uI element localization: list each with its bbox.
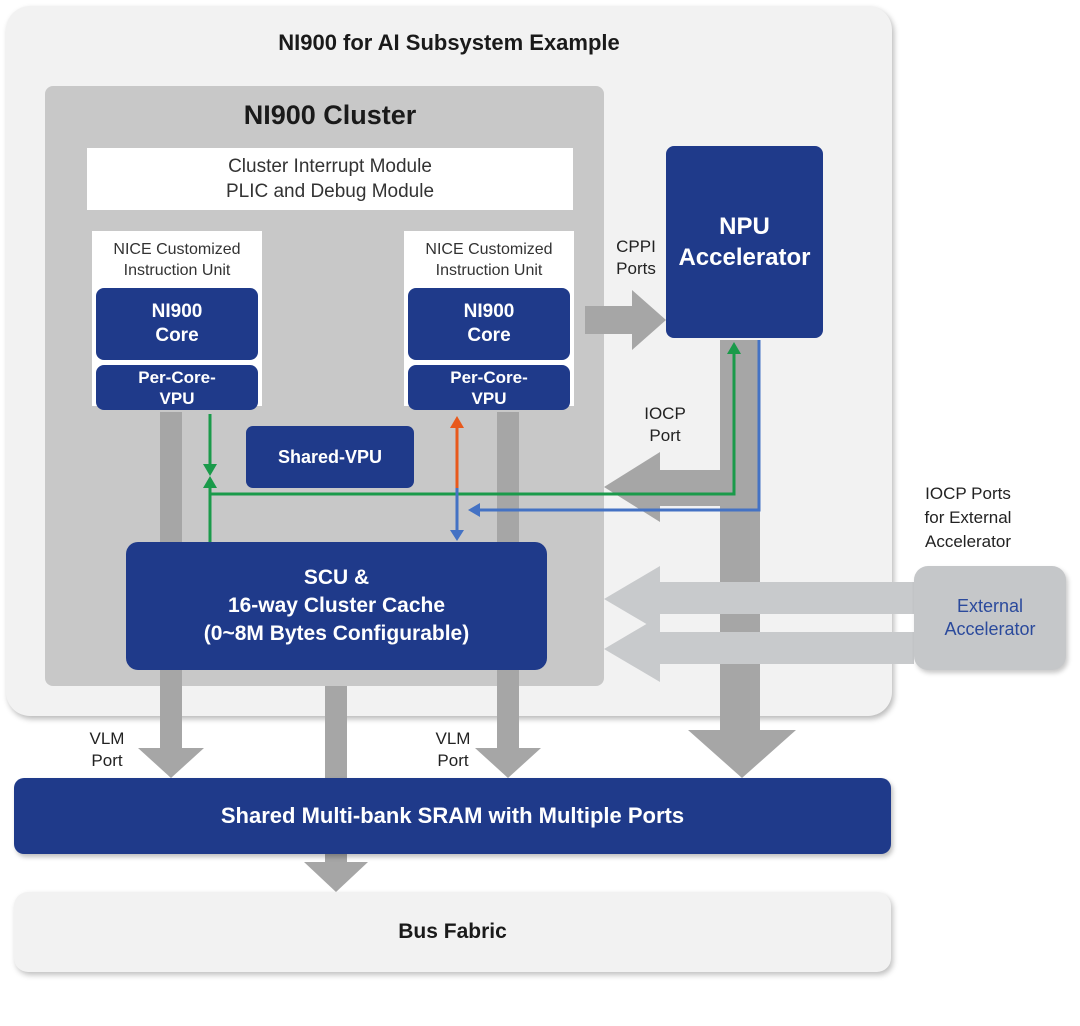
right-core-bus: [497, 412, 519, 544]
vlm-port-left-label: VLM Port: [80, 728, 134, 772]
per-core-vpu-right: Per-Core- VPU: [408, 365, 570, 410]
scu-line1: SCU &: [303, 566, 370, 589]
ni900-core-right: NI900 Core: [408, 288, 570, 360]
green-arrowhead-up: [203, 476, 217, 488]
shared-vpu: Shared-VPU: [246, 426, 414, 488]
cppi-line1: CPPI: [616, 237, 656, 256]
vlm-right-arrow: [475, 670, 541, 778]
left-core-bus: [160, 412, 182, 544]
vpu-line1: Per-Core-: [450, 367, 528, 387]
center-stem: [325, 686, 347, 778]
core-line2: Core: [467, 325, 511, 346]
vpu-line1: Per-Core-: [138, 367, 216, 387]
iocp-external-label: IOCP Ports for External Accelerator: [898, 482, 1038, 554]
orange-arrowhead-up: [450, 416, 464, 428]
nice-label-line1: NICE Customized: [113, 241, 241, 258]
core-line1: NI900: [151, 301, 203, 322]
scu-line2: 16-way Cluster Cache: [227, 594, 446, 617]
interrupt-module-line2: PLIC and Debug Module: [225, 181, 435, 202]
nice-label-line2: Instruction Unit: [435, 262, 543, 279]
blue-connection: [455, 340, 761, 532]
vlm-right-line2: Port: [437, 751, 469, 770]
scu-cluster-cache: SCU & 16-way Cluster Cache (0~8M Bytes C…: [126, 542, 547, 670]
cluster-title: NI900 Cluster: [243, 100, 417, 130]
iocp-ext-line3: Accelerator: [925, 532, 1011, 551]
core-line1: NI900: [463, 301, 515, 322]
nice-unit-label: NICE Customized Instruction Unit: [92, 239, 262, 281]
iocp-line1: IOCP: [644, 404, 686, 423]
cppi-line2: Ports: [616, 259, 656, 278]
ext-line2: Accelerator: [944, 619, 1036, 639]
cppi-arrow: [585, 290, 666, 350]
interrupt-module-line1: Cluster Interrupt Module: [228, 156, 432, 177]
cluster-interrupt-module: Cluster Interrupt Module PLIC and Debug …: [87, 148, 573, 210]
nice-label-line2: Instruction Unit: [123, 262, 231, 279]
nice-unit-label: NICE Customized Instruction Unit: [404, 239, 574, 281]
vpu-line2: VPU: [471, 388, 507, 408]
external-arrow-bottom: [604, 616, 914, 682]
vlm-port-right-label: VLM Port: [426, 728, 480, 772]
blue-arrowhead-left: [468, 503, 480, 517]
iocp-ext-line2: for External: [924, 508, 1012, 527]
sram-to-bus-arrow: [304, 854, 368, 892]
vpu-line2: VPU: [159, 388, 195, 408]
external-arrow-top: [604, 566, 914, 632]
bus-fabric: Bus Fabric: [14, 892, 891, 972]
npu-accelerator: NPU Accelerator: [666, 146, 823, 338]
npu-line1: NPU: [719, 213, 770, 240]
vlm-left-line1: VLM: [89, 729, 125, 748]
ni900-core-left: NI900 Core: [96, 288, 258, 360]
green-arrowhead-down: [203, 464, 217, 476]
nice-label-line1: NICE Customized: [425, 241, 553, 258]
vlm-right-line1: VLM: [435, 729, 471, 748]
subsystem-title: NI900 for AI Subsystem Example: [278, 30, 620, 55]
vlm-left-arrow: [138, 670, 204, 778]
blue-arrowhead-down: [450, 530, 464, 541]
cppi-ports-label: CPPI Ports: [606, 236, 666, 280]
vlm-left-line2: Port: [91, 751, 123, 770]
per-core-vpu-left: Per-Core- VPU: [96, 365, 258, 410]
iocp-line2: Port: [649, 426, 681, 445]
ext-line1: External: [956, 596, 1024, 616]
npu-line2: Accelerator: [678, 244, 811, 271]
green-arrowhead-npu: [727, 342, 741, 354]
iocp-arrow: [604, 340, 760, 522]
iocp-port-label: IOCP Port: [630, 403, 700, 447]
external-accelerator: External Accelerator: [914, 566, 1066, 670]
iocp-ext-line1: IOCP Ports: [925, 484, 1011, 503]
scu-line3: (0~8M Bytes Configurable): [203, 622, 470, 645]
core-line2: Core: [155, 325, 199, 346]
shared-sram: Shared Multi-bank SRAM with Multiple Por…: [14, 778, 891, 854]
green-connection: [208, 350, 736, 542]
